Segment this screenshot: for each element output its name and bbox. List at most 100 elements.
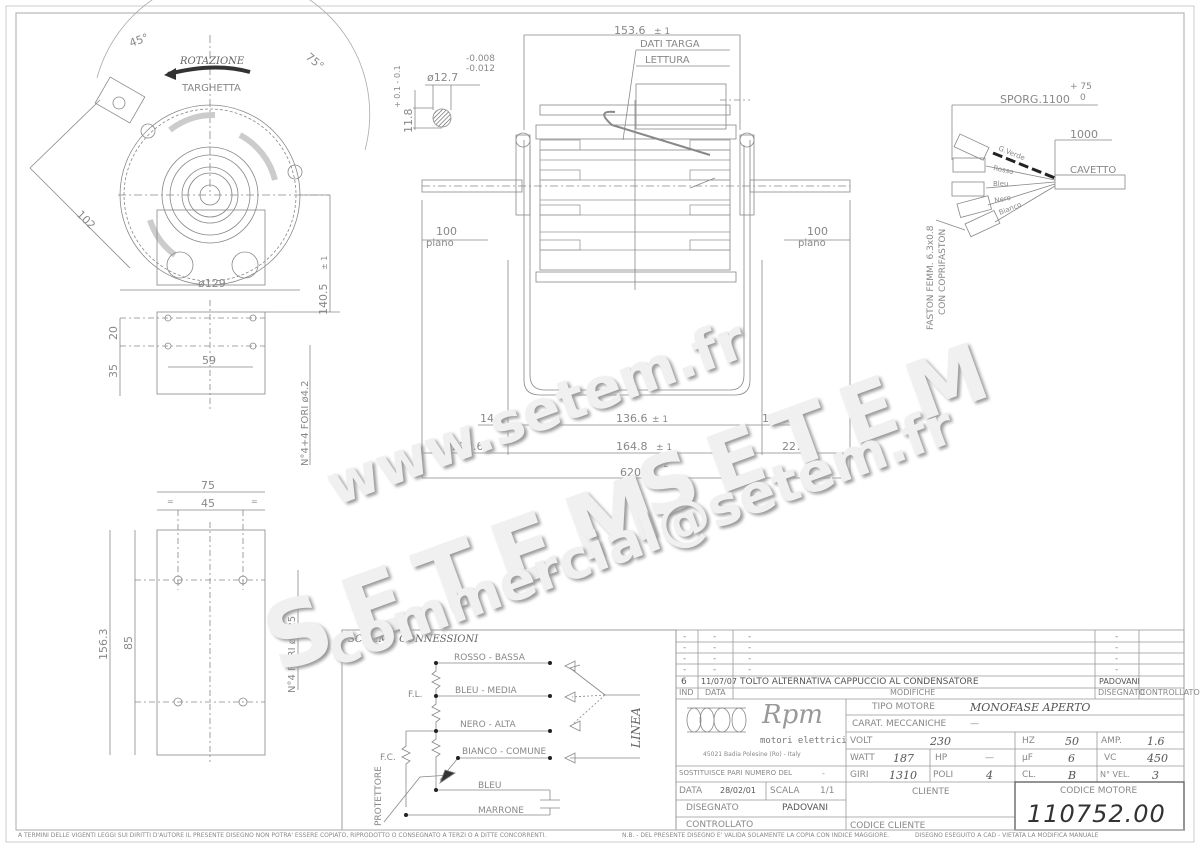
footer-copyright: A TERMINI DELLE VIGENTI LEGGI SUI DIRITT… [18, 832, 547, 839]
dim-diameter-129: ø129 [198, 277, 226, 290]
poles-label: POLI [933, 770, 954, 780]
rev-row-2-ind: - [683, 643, 687, 653]
rev-row-1-dis: - [1115, 632, 1119, 642]
motor-type-value: MONOFASE APERTO [970, 701, 1091, 714]
rev-header-date: DATA [705, 688, 726, 697]
dim-59: 59 [202, 354, 216, 367]
dim-85: 85 [122, 636, 135, 650]
dim-620-tol: ± 0.2 [644, 460, 669, 470]
speeds-label: N° VEL. [1100, 770, 1131, 779]
nameplate-data-label: DATI TARGA [640, 39, 700, 50]
rev-row-2-dis: - [1115, 643, 1119, 653]
dim-164-8-tol: ± 1 [656, 443, 672, 453]
rev-row-3-date: - [713, 654, 717, 664]
schema-line-blue: BLEU - MEDIA [455, 686, 517, 696]
angle-45-label: 45° [128, 31, 151, 50]
vc-label: VC [1104, 753, 1117, 763]
company-name: Rpm [762, 700, 823, 730]
amp-value: 1.6 [1147, 735, 1165, 748]
flat-right-dim: 100 [807, 225, 828, 238]
cable-length: 1000 [1070, 128, 1098, 141]
dim-140-5-tol: ± 1 [320, 256, 329, 270]
schema-line-white: BIANCO - COMUNE [462, 747, 547, 757]
rev-header-ctrl: CONTROLLATO [1140, 688, 1200, 697]
dim-75: 75 [201, 479, 215, 492]
replaces-value: - [822, 769, 825, 778]
cable-detail [935, 104, 1126, 238]
schema-nodes [404, 661, 552, 817]
protrusion-tol-upper: + 75 [1070, 82, 1092, 92]
dim-156-3: 156.3 [97, 629, 110, 661]
dim-20: 20 [107, 326, 120, 340]
mech-value: — [970, 719, 979, 729]
scale-label: SCALA [770, 786, 800, 796]
schema-line-red: ROSSO - BASSA [454, 653, 526, 663]
schema-line-black: NERO - ALTA [460, 720, 516, 730]
line-label: LINEA [629, 707, 643, 749]
footer-cad: DISEGNO ESEGUITO A CAD - VIETATA LA MODI… [915, 832, 1099, 839]
dim-14-1-left: 14.1 [480, 412, 505, 425]
holes-note-5-25: N°4 FORI ø5.25 [287, 616, 298, 693]
dim-153-6: 153.6 [614, 24, 646, 37]
schema-line-brown: MARRONE [478, 806, 524, 816]
rev-row-4-ind: - [683, 665, 687, 675]
replaces-label: SOSTITUISCE PARI NUMERO DEL [679, 769, 793, 777]
shaft-tol-upper: -0.008 [466, 54, 495, 64]
class-label: CL. [1022, 770, 1037, 780]
rpm-value: 1310 [889, 769, 917, 782]
dim-140-5: 140.5 [317, 284, 330, 316]
side-view [421, 34, 851, 479]
terminal-note-1: FASTON FEMM. 6.3x0.8 [926, 225, 936, 330]
dim-227-6-left: 227.6 [452, 440, 484, 453]
rev-row-1-date: - [713, 632, 717, 642]
rev-row-5-date: 11/07/07 [701, 677, 737, 686]
shaft-diameter: ø12.7 [427, 71, 458, 84]
motor-code-label: CODICE MOTORE [1060, 786, 1138, 796]
dim-227-6-right: 227.6 [782, 440, 814, 453]
dim-620: 620 [620, 466, 641, 479]
rpm-label: GIRI [850, 770, 869, 780]
date-value: 28/02/01 [720, 786, 756, 795]
holes-note-4-2: N°4+4 FORI ø4.2 [300, 381, 311, 466]
client-label: CLIENTE [912, 787, 950, 797]
dim-11-8: 11.8 [402, 109, 415, 134]
rev-row-5-ind: 6 [681, 677, 687, 687]
company-address: 45021 Badia Polesine (Ro) - Italy [703, 751, 801, 758]
dim-164-8: 164.8 [616, 440, 648, 453]
footer-note: N.B. - DEL PRESENTE DISEGNO E' VALIDA SO… [622, 832, 890, 839]
angle-75-label: 75° [303, 50, 326, 72]
flat-right-label: piano [798, 238, 826, 249]
rev-row-4-dis: - [1115, 665, 1119, 675]
flat-left-label: piano [426, 238, 454, 249]
base-plate-top [119, 300, 311, 465]
flat-left-dim: 100 [436, 225, 457, 238]
company-subtitle: motori elettrici [760, 736, 847, 746]
date-label: DATA [679, 786, 703, 796]
uf-value: 6 [1068, 752, 1075, 765]
cable-protrusion: SPORG.1100 [1000, 93, 1070, 106]
protrusion-tol-lower: 0 [1080, 93, 1086, 103]
rev-row-4-mod: - [748, 665, 752, 675]
drawn-label: DISEGNATO [686, 803, 739, 813]
rev-row-5-mod: TOLTO ALTERNATIVA CAPPUCCIO AL CONDENSAT… [740, 677, 979, 687]
watt-value: 187 [893, 752, 914, 765]
checked-label: CONTROLLATO [686, 820, 754, 830]
schema-fc-label: F.C. [380, 753, 396, 763]
nameplate-label: TARGHETTA [181, 83, 241, 94]
shaft-section [413, 84, 480, 130]
rev-row-1-mod: - [748, 632, 752, 642]
wire-blue: Bleu [993, 180, 1009, 188]
uf-label: µF [1022, 753, 1033, 763]
rev-header-dis: DISEGNATO [1098, 688, 1145, 697]
dim-136-6-tol: ± 1 [652, 415, 668, 425]
schema-title: SCHEMA CONNESSIONI [348, 634, 479, 645]
rev-row-2-mod: - [748, 643, 752, 653]
hz-label: HZ [1022, 736, 1035, 746]
rpm-logo-icon [686, 707, 747, 733]
rev-row-4-date: - [713, 665, 717, 675]
drawn-value: PADOVANI [782, 803, 828, 813]
dim-102: 102 [74, 208, 98, 232]
rev-row-1-ind: - [683, 632, 687, 642]
